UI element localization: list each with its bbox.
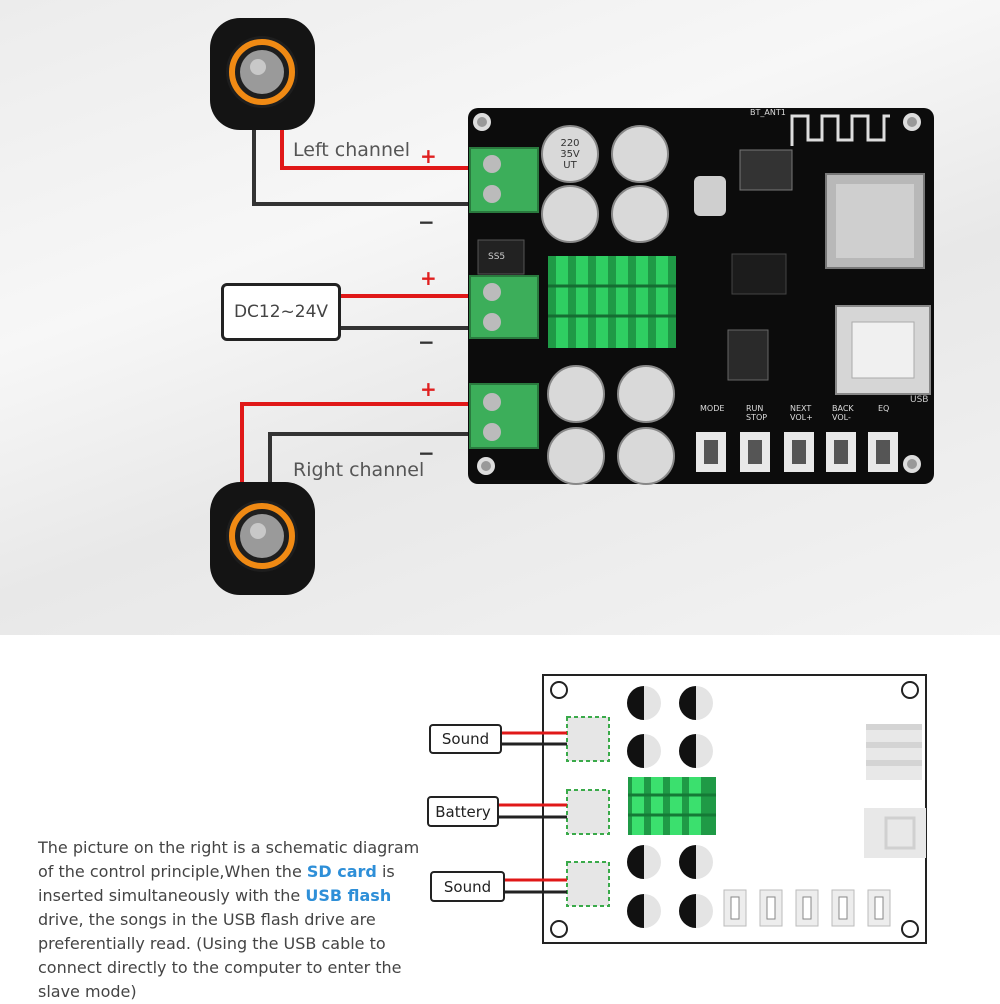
right-channel-wires: [240, 402, 472, 482]
left-minus-sign: −: [418, 210, 435, 234]
power-wires: [341, 294, 472, 330]
sound-box-bottom-label: Sound: [443, 877, 492, 896]
speaker-bottom: [210, 482, 315, 595]
sound-box-bottom: Sound: [430, 871, 505, 902]
button-label-next: NEXT VOL+: [790, 404, 813, 422]
description-text: The picture on the right is a schematic …: [38, 836, 428, 1004]
right-minus-sign: −: [418, 441, 435, 465]
antenna-label: BT_ANT1: [750, 108, 786, 117]
power-minus-sign: −: [418, 330, 435, 354]
capacitor-series: UT: [563, 160, 577, 171]
sound-box-top-label: Sound: [441, 730, 490, 748]
speaker-top: [210, 18, 315, 130]
description-usb-flash: USB flash: [305, 886, 392, 905]
schematic-usb-port: [864, 808, 926, 858]
usb-silkscreen-label: USB: [910, 395, 929, 405]
description-part-1: The picture on the right is a schematic …: [38, 838, 420, 881]
right-plus-sign: +: [420, 377, 437, 401]
power-plus-sign: +: [420, 266, 437, 290]
power-supply-label: DC12~24V: [233, 302, 329, 322]
amplifier-board: [468, 108, 934, 485]
description-part-2: is inserted simultaneously with the: [38, 862, 395, 905]
schematic-sd-slot: [866, 724, 922, 780]
capacitors: [541, 125, 675, 485]
capacitor-value: 220: [560, 138, 580, 149]
board-buttons: [696, 432, 898, 472]
description-part-3: drive, the songs in the USB flash drive …: [38, 910, 402, 1001]
left-channel-label: Left channel: [293, 139, 410, 161]
left-channel-wires: [252, 128, 472, 206]
battery-box-label: Battery: [435, 802, 491, 821]
terminal-blocks: [469, 147, 539, 449]
heatsink: [548, 256, 676, 348]
description-sd-card: SD card: [306, 862, 377, 881]
product-photo: BT_ANT1 SS5 USB 220 35V UT MODE RUN STOP…: [0, 0, 1000, 635]
schematic-wires: [499, 731, 567, 894]
button-label-eq: EQ: [878, 404, 890, 413]
schematic-heatsink: [628, 777, 716, 835]
power-supply-box: DC12~24V: [221, 283, 341, 341]
button-label-run-stop: RUN STOP: [746, 404, 768, 422]
right-channel-label: Right channel: [293, 459, 425, 481]
diode-label: SS5: [488, 252, 506, 262]
button-label-mode: MODE: [700, 404, 725, 413]
capacitor-marking: 220 35V UT: [556, 138, 584, 171]
photo-illustration: [210, 18, 934, 595]
button-label-back: BACK VOL-: [832, 404, 854, 422]
capacitor-voltage: 35V: [560, 149, 580, 160]
schematic-terminals: [566, 716, 610, 907]
left-plus-sign: +: [420, 144, 437, 168]
battery-box: Battery: [427, 796, 499, 827]
schematic-capacitors: [627, 686, 713, 928]
schematic-buttons: [723, 889, 891, 927]
sound-box-top: Sound: [429, 724, 502, 754]
